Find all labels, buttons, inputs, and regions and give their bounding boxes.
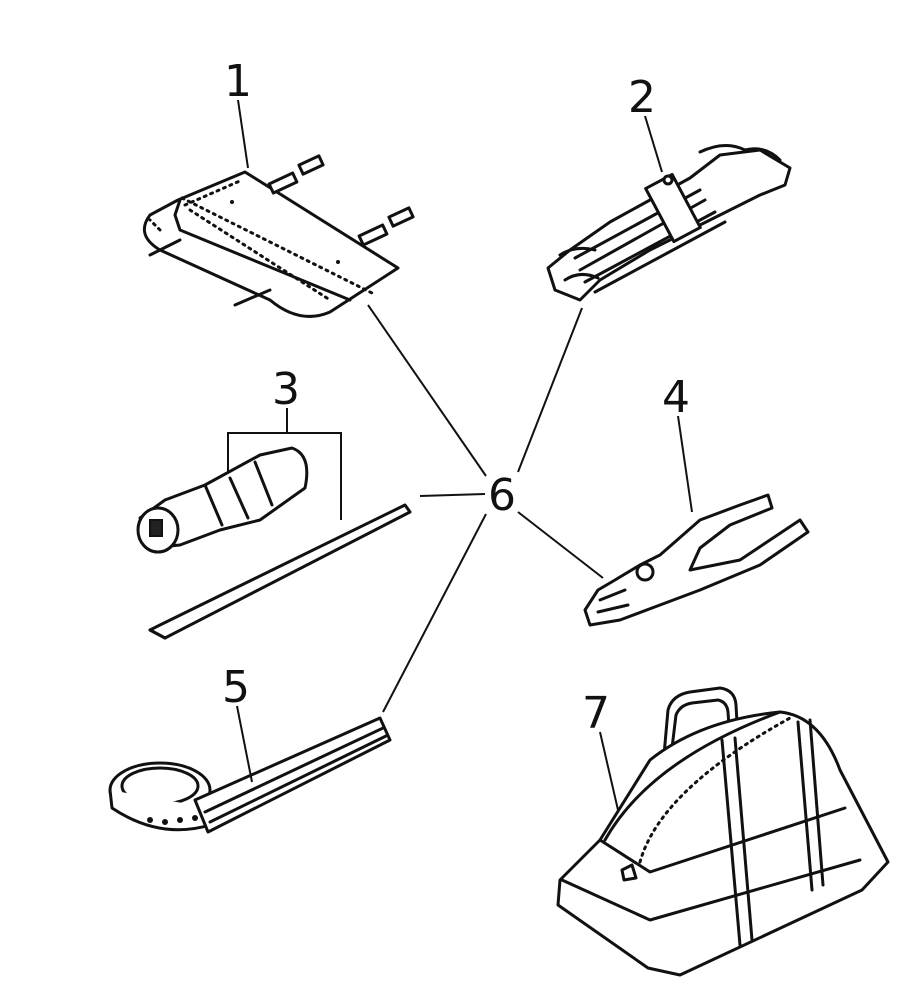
- leader-line-5: [236, 705, 253, 783]
- tool-roll-illustration: [142, 154, 415, 318]
- leader-line-4: [677, 415, 693, 513]
- tool-bag-illustration: [556, 686, 890, 977]
- pliers-illustration: [583, 493, 810, 627]
- wrench-set-illustration: [546, 144, 792, 302]
- callout-label-2: 2: [628, 72, 656, 123]
- leader-line-2: [644, 115, 663, 173]
- callout-label-4: 4: [662, 372, 690, 423]
- leader-line-1: [237, 99, 249, 169]
- leader-line-7: [599, 731, 619, 811]
- screwdriver-set-illustration: [136, 432, 412, 640]
- callout-label-6: 6: [488, 470, 516, 521]
- leader-lines-6: [367, 304, 604, 713]
- callout-label-3: 3: [272, 364, 300, 415]
- oil-filter-wrench-illustration: [108, 716, 392, 834]
- callout-label-1: 1: [224, 56, 252, 107]
- callout-label-5: 5: [222, 662, 250, 713]
- callout-label-7: 7: [582, 688, 610, 739]
